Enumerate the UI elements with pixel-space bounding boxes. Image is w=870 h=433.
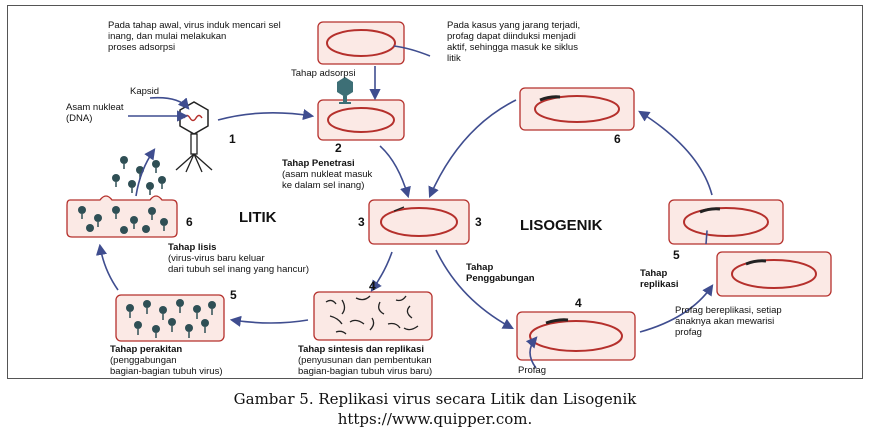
- host-cell-lyso-5: [668, 199, 784, 245]
- host-cell-integration: [516, 311, 636, 361]
- step-number: 6: [614, 132, 621, 146]
- step-number: 3: [358, 215, 365, 229]
- bacteriophage-icon: [175, 101, 213, 173]
- cycle-arrows: [95, 45, 714, 369]
- annotation-integration: Tahap Penggabungan: [466, 262, 535, 284]
- host-cell-adsorption: [317, 99, 405, 141]
- phase-label-lytic: LITIK: [239, 209, 277, 226]
- annotation-synthesis: Tahap sintesis dan replikasi (penyusunan…: [298, 344, 434, 377]
- phase-label-lysogenic: LISOGENIK: [520, 217, 603, 234]
- host-cell-synthesis: [313, 291, 433, 341]
- step-number: 6: [186, 215, 193, 229]
- annotation-assembly: Tahap perakitan (penggabungan bagian-bag…: [110, 344, 223, 377]
- label-nucleic-acid: Asam nukleat (DNA): [66, 102, 126, 124]
- virus-replication-diagram: LITIK LISOGENIK 1 2 3 3 4 5 6 4 5 6 Pada…: [66, 20, 832, 377]
- annotation-prophage-replicates: Profag bereplikasi, setiap anaknya akan …: [675, 305, 784, 338]
- step-number: 5: [230, 288, 237, 302]
- step-number: 5: [673, 248, 680, 262]
- annotation-replication: Tahap replikasi: [640, 268, 679, 290]
- host-cell-replicated: [716, 251, 832, 297]
- host-cell-assembly: [115, 294, 225, 342]
- caption-source: https://www.quipper.com.: [337, 410, 533, 428]
- step-number: 4: [369, 279, 376, 293]
- host-cell-penetration: [368, 199, 470, 245]
- label-adsorption: Tahap adsorpsi: [291, 68, 355, 79]
- step-number: 3: [475, 215, 482, 229]
- step-number: 1: [229, 132, 236, 146]
- diagram-frame: [7, 5, 863, 379]
- annotation-lysis: Tahap lisis (virus-virus baru keluar dar…: [168, 242, 309, 275]
- step-number: 4: [575, 296, 582, 310]
- annotation-initial: Pada tahap awal, virus induk mencari sel…: [108, 20, 283, 53]
- host-cell-initial: [317, 21, 405, 65]
- adsorbing-phage-icon: [337, 77, 353, 104]
- host-cell-lyso-6: [519, 87, 635, 131]
- annotation-penetration: Tahap Penetrasi (asam nukleat masuk ke d…: [282, 158, 375, 191]
- label-prophage: Profag: [518, 365, 546, 376]
- step-number: 2: [335, 141, 342, 155]
- label-capsid: Kapsid: [130, 86, 159, 97]
- caption-title: Gambar 5. Replikasi virus secara Litik d…: [233, 390, 637, 408]
- host-cell-lysis: [66, 156, 178, 238]
- annotation-rare-case: Pada kasus yang jarang terjadi, profag d…: [447, 20, 583, 64]
